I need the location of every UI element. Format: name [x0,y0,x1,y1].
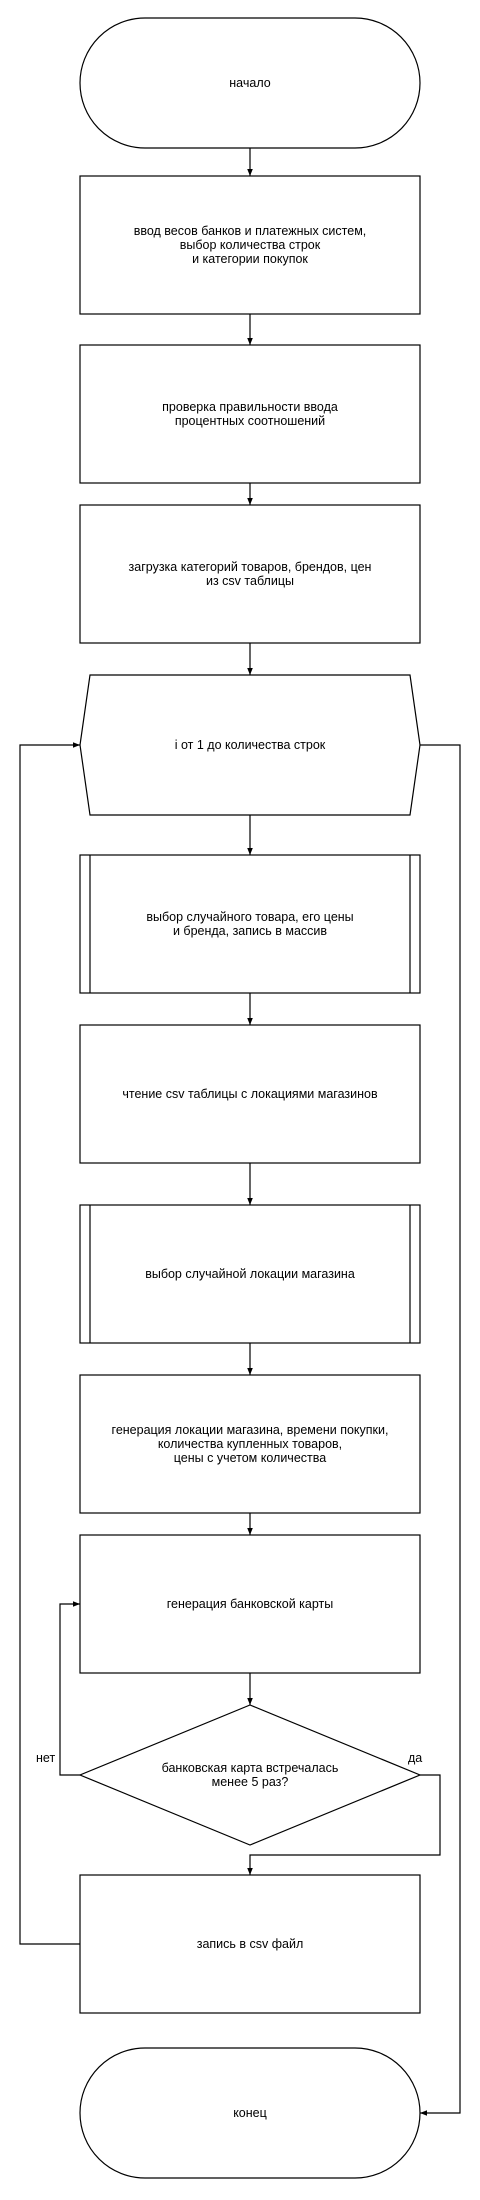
load-label: загрузка категорий товаров, брендов, цен… [128,560,372,588]
edge-label-no: нет [36,1751,56,1765]
edge-loop-exit [420,744,461,2116]
gen-card-label: генерация банковской карты [166,1597,334,1611]
edge-decision-yes [247,1774,441,1875]
read-locations-label: чтение csv таблицы с локациями магазинов [122,1087,378,1101]
start-label: начало [229,76,271,90]
edge-label-yes: да [408,1751,423,1765]
generate-label: генерация локации магазина, времени поку… [111,1423,389,1465]
pick-location-label: выбор случайной локации магазина [145,1267,355,1281]
decision-label: банковская карта встречалась менее 5 раз… [161,1761,339,1789]
check-label: проверка правильности ввода процентных с… [162,400,338,428]
edge-write-loopback [19,742,80,1945]
decision-diamond [78,1704,422,1846]
input-label: ввод весов банков и платежных систем, вы… [133,224,367,266]
edge-decision-no [59,1601,80,1776]
pick-product-label: выбор случайного товара, его цены и брен… [146,910,354,938]
end-label: конец [233,2106,267,2120]
write-label: запись в csv файл [196,1937,304,1951]
loop-label: i от 1 до количества строк [174,738,326,752]
